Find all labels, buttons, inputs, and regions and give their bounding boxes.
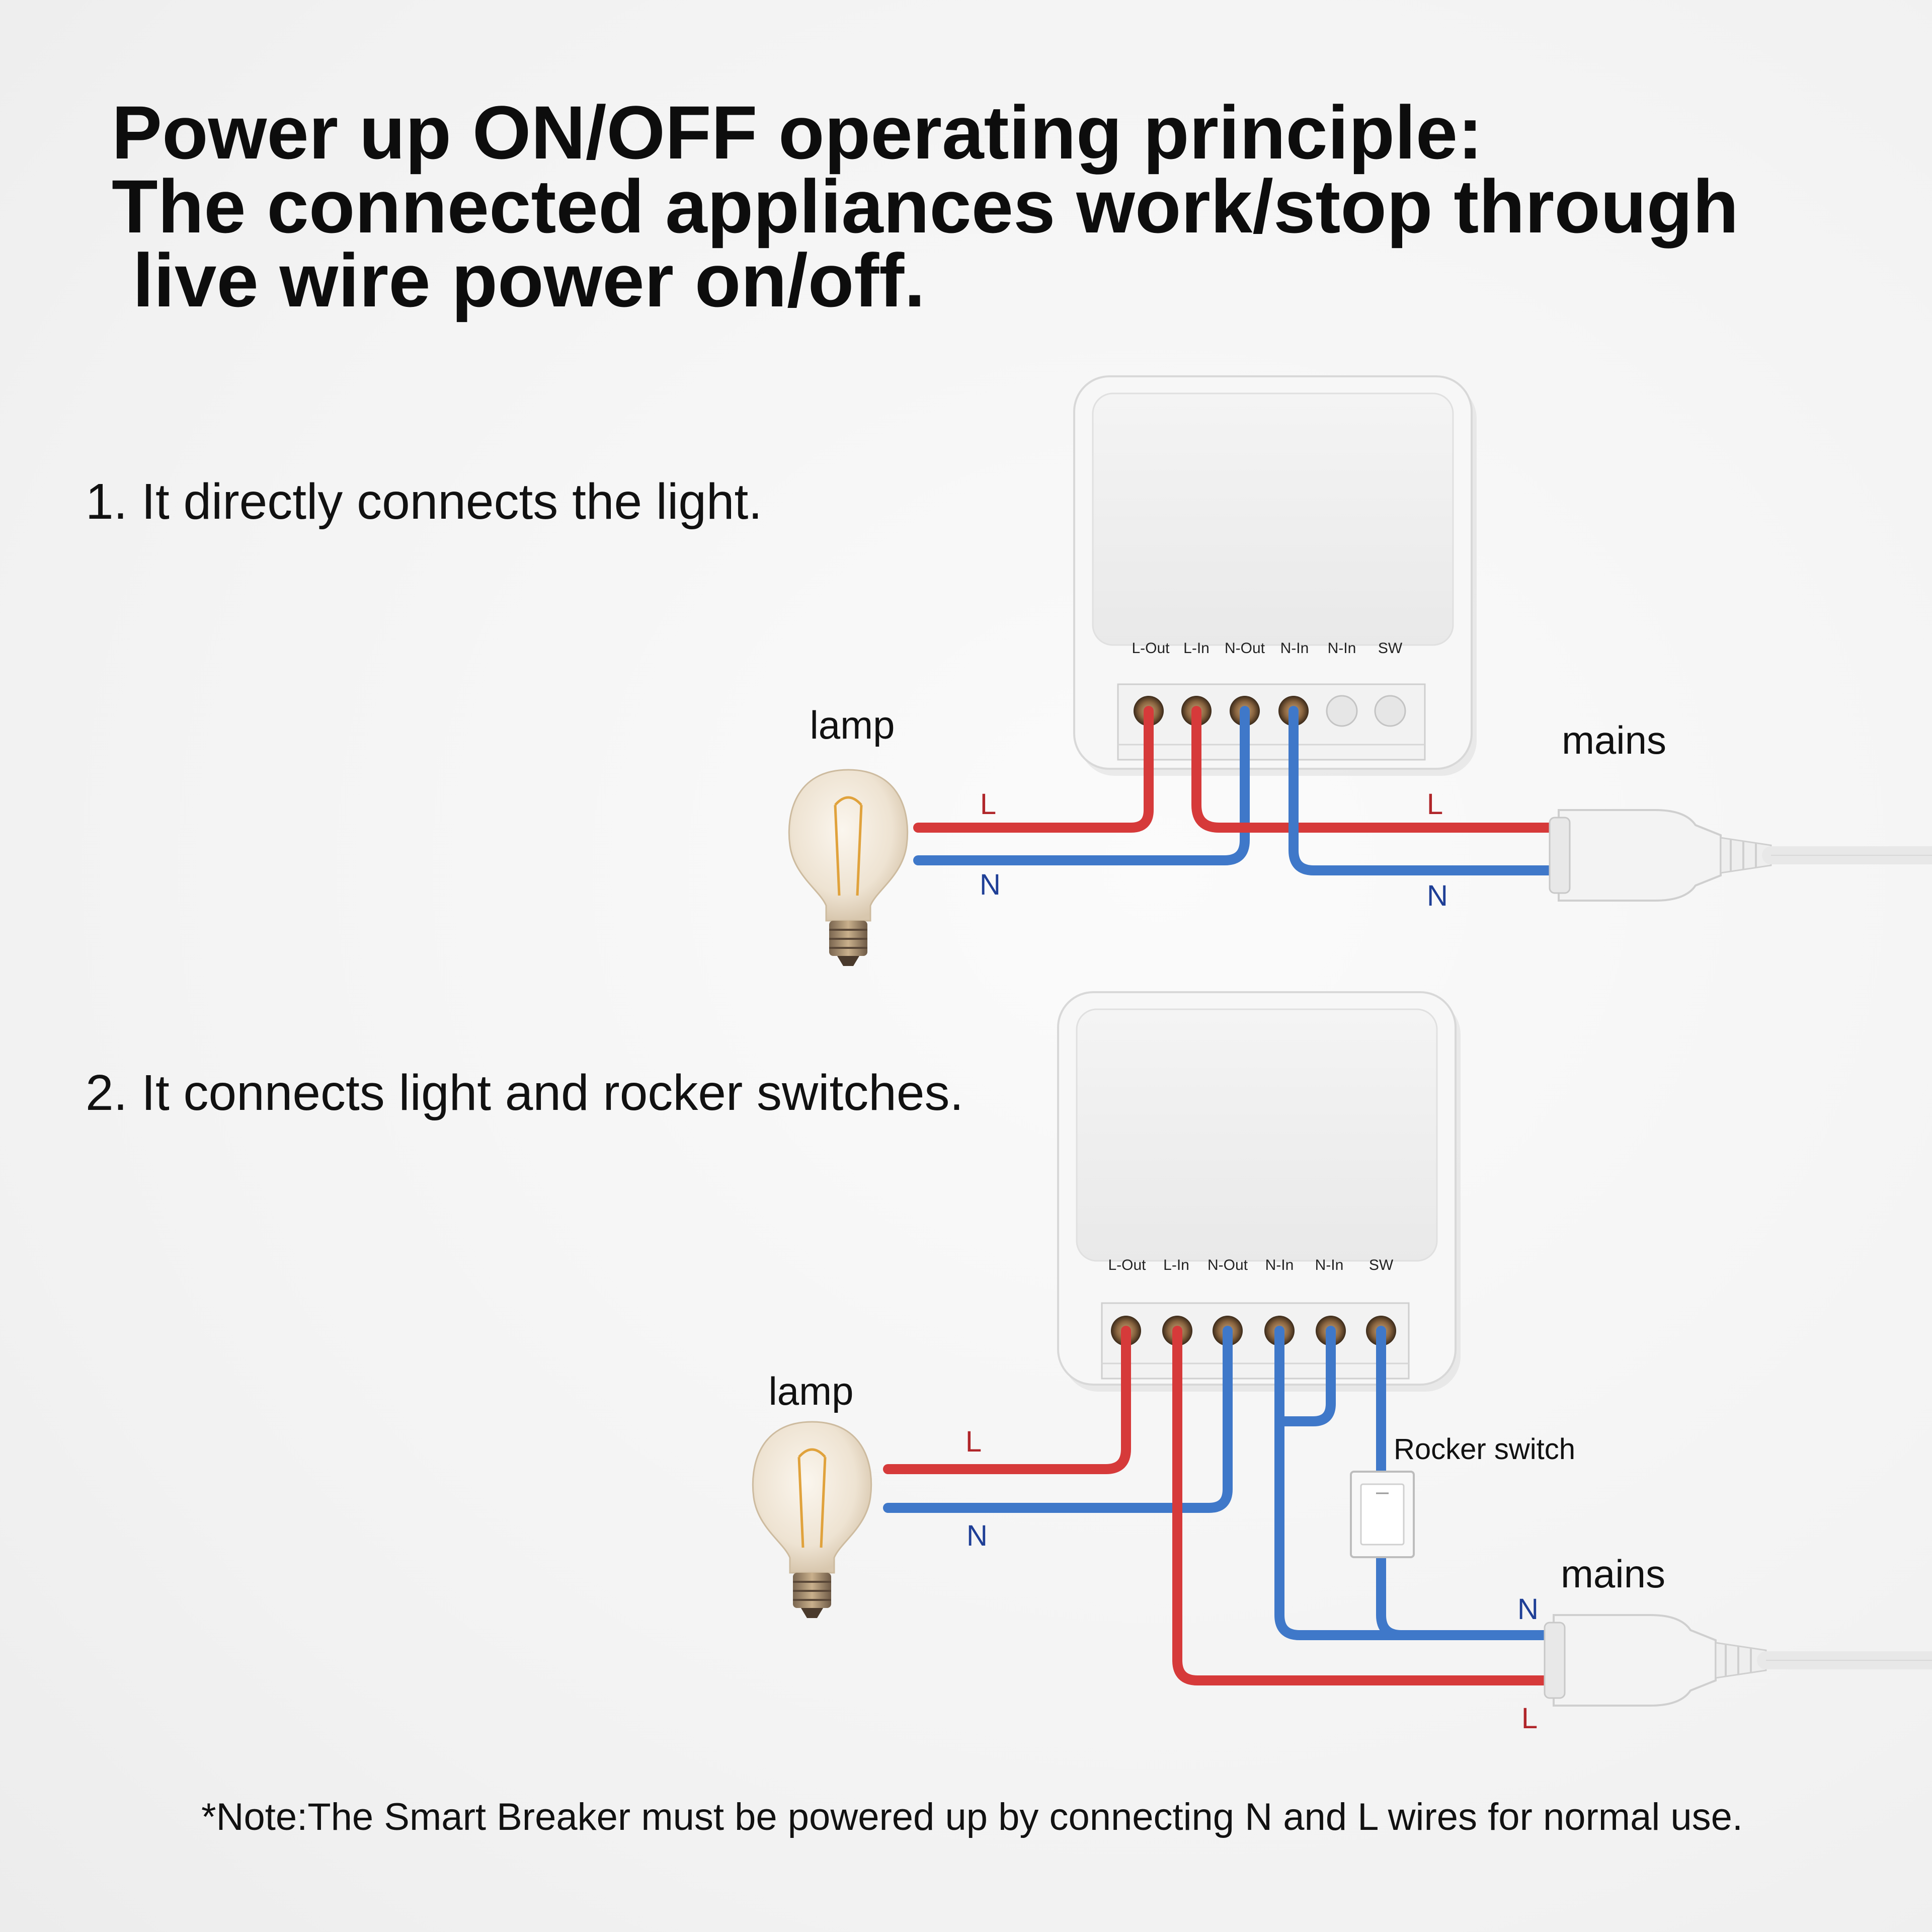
- terminal-label: N-In: [1315, 1257, 1344, 1273]
- terminal-labels-1: L-Out L-In N-Out N-In N-In SW: [1132, 640, 1402, 657]
- mains-label: mains: [1562, 718, 1666, 762]
- step-2-caption: 2. It connects light and rocker switches…: [86, 1065, 964, 1121]
- lamp-bulb-icon: [788, 769, 909, 966]
- lamp-label: lamp: [768, 1369, 853, 1413]
- breaker-module-1: [1073, 375, 1477, 776]
- live-label: L: [965, 1425, 982, 1458]
- breaker-module-2: [1057, 991, 1461, 1392]
- terminal-labels-2: L-Out L-In N-Out N-In N-In SW: [1108, 1257, 1393, 1273]
- rocker-switch-label: Rocker switch: [1394, 1433, 1575, 1466]
- lamp-bulb-icon: [752, 1421, 872, 1618]
- neutral-label: N: [1517, 1593, 1539, 1626]
- terminal-label: L-Out: [1108, 1257, 1146, 1273]
- mains-label: mains: [1561, 1552, 1665, 1596]
- terminal-screws-2: [1111, 1316, 1396, 1346]
- neutral-label: N: [967, 1519, 988, 1552]
- terminal-label: L-Out: [1132, 640, 1170, 657]
- live-label: L: [1521, 1702, 1538, 1735]
- live-label: L: [980, 788, 996, 821]
- terminal-label: N-Out: [1225, 640, 1265, 657]
- title-line-2: The connected appliances work/stop throu…: [112, 164, 1739, 249]
- terminal-label: L-In: [1183, 640, 1210, 657]
- title-line-3: live wire power on/off.: [112, 238, 925, 323]
- title-line-1: Power up ON/OFF operating principle:: [112, 90, 1483, 175]
- terminal-label: N-In: [1265, 1257, 1294, 1273]
- terminal-label: SW: [1369, 1257, 1394, 1273]
- terminal-label: L-In: [1163, 1257, 1189, 1273]
- terminal-label: SW: [1378, 640, 1403, 657]
- neutral-label: N: [1427, 879, 1448, 912]
- footnote: *Note:The Smart Breaker must be powered …: [201, 1796, 1743, 1838]
- wires-1: [913, 706, 1565, 875]
- rocker-switch-icon: [1350, 1471, 1415, 1558]
- mains-plug-icon: [1549, 809, 1932, 902]
- terminal-label: N-In: [1280, 640, 1309, 657]
- lamp-label: lamp: [810, 703, 895, 747]
- wires-2: [883, 1326, 1560, 1685]
- live-label: L: [1427, 788, 1443, 821]
- page-title: Power up ON/OFF operating principle: The…: [112, 90, 1873, 323]
- terminal-label: N-In: [1328, 640, 1356, 657]
- terminal-label: N-Out: [1208, 1257, 1248, 1273]
- mains-plug-icon: [1544, 1614, 1932, 1707]
- step-1-caption: 1. It directly connects the light.: [86, 473, 763, 530]
- neutral-label: N: [980, 868, 1001, 901]
